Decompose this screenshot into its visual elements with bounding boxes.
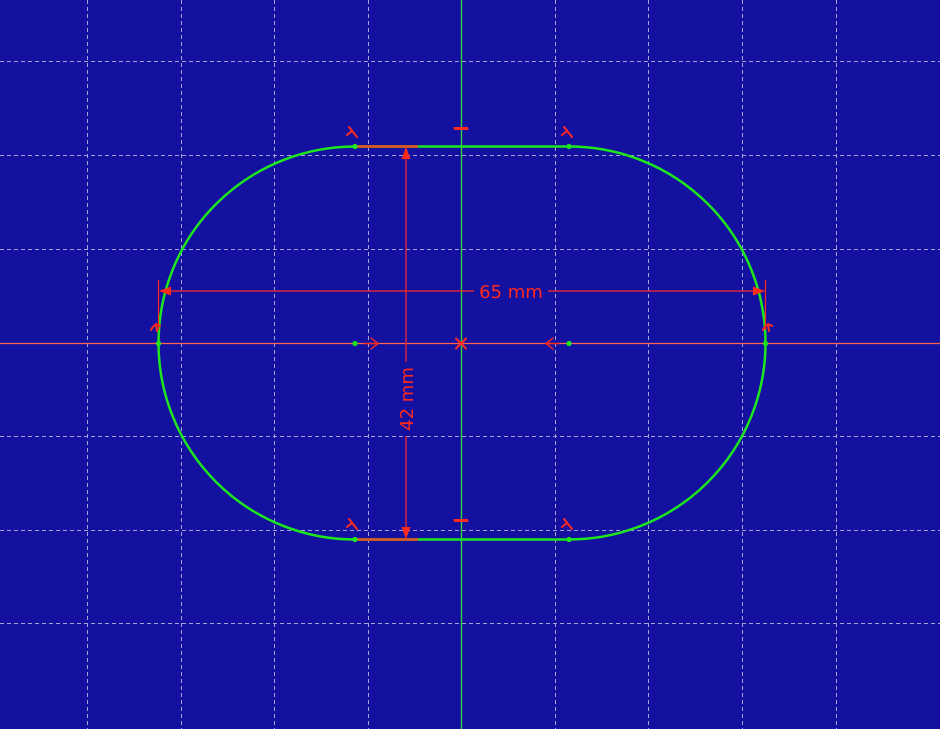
height-arrow-bottom	[401, 527, 411, 539]
symmetry-arrow-icon[interactable]	[364, 337, 380, 350]
point-right-center[interactable]	[566, 340, 572, 347]
point-left-center[interactable]	[352, 340, 358, 347]
point-on-object-icon[interactable]	[762, 323, 773, 332]
height-arrow-top	[401, 147, 411, 159]
tangent-constraint-icon[interactable]	[561, 518, 573, 530]
tangent-constraint-icon[interactable]	[346, 518, 358, 530]
point-top-left[interactable]	[352, 143, 358, 150]
tangent-constraint-icon[interactable]	[561, 126, 573, 138]
origin-cross-icon[interactable]	[455, 337, 467, 350]
width-dimension[interactable]: 65 mm	[157, 280, 767, 330]
width-arrow-left	[159, 286, 171, 296]
point-bottom-left[interactable]	[352, 536, 358, 543]
point-bottom-right[interactable]	[566, 536, 572, 543]
tangent-constraint-icon[interactable]	[346, 126, 358, 138]
point-top-right[interactable]	[566, 143, 572, 150]
height-dimension-label[interactable]: 42 mm	[397, 367, 418, 431]
symmetry-arrow-icon[interactable]	[544, 337, 560, 350]
sketch-points	[155, 143, 769, 543]
width-dimension-label[interactable]: 65 mm	[479, 282, 543, 303]
width-arrow-right	[753, 286, 765, 296]
point-left-extreme[interactable]	[155, 340, 162, 347]
height-dimension[interactable]: 42 mm	[397, 147, 418, 539]
point-on-object-icon[interactable]	[150, 323, 161, 332]
point-right-extreme[interactable]	[762, 340, 769, 347]
constraint-icons	[150, 126, 773, 530]
